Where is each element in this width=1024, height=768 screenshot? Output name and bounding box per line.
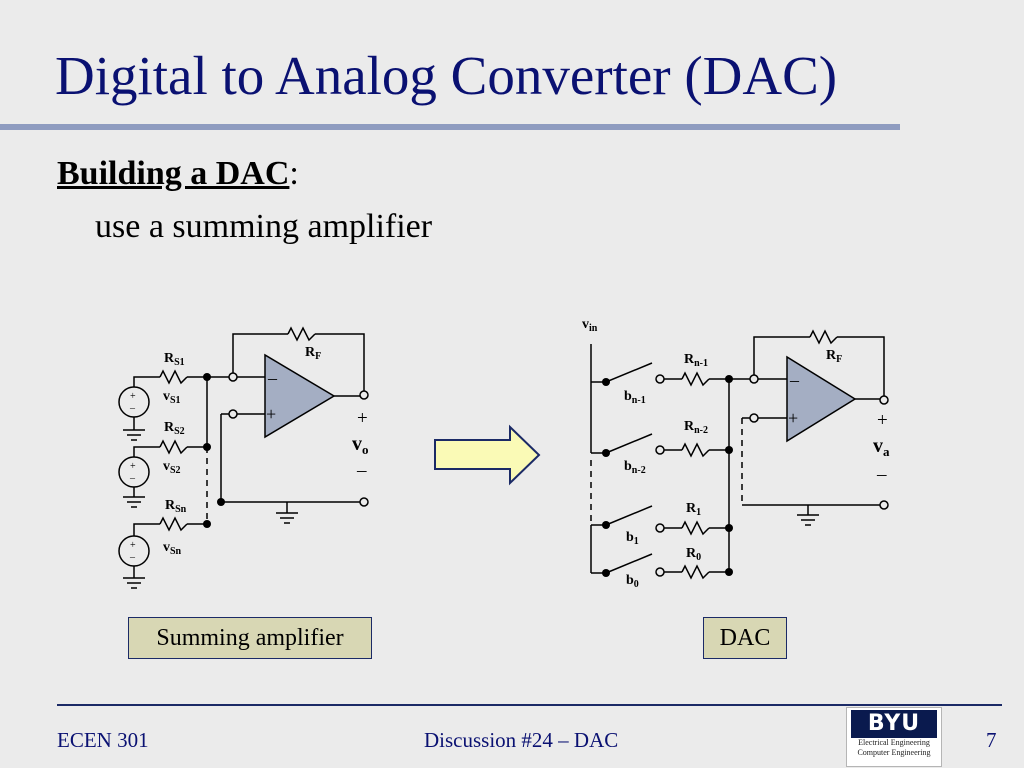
heading-subline: use a summing amplifier <box>95 208 433 245</box>
heading-colon: : <box>289 155 299 192</box>
label-rs2: RS2 <box>164 420 185 437</box>
label-vs2: vS2 <box>163 459 181 476</box>
right-arrow <box>434 424 541 486</box>
logo-line-2: Computer Engineering <box>857 748 931 757</box>
slide-title: Digital to Analog Converter (DAC) <box>55 45 838 106</box>
label-vsn: vSn <box>163 540 182 557</box>
page-number: 7 <box>986 728 997 752</box>
output-minus-dac: – <box>876 464 887 485</box>
footer-course: ECEN 301 <box>57 728 149 752</box>
logo-wordmark: BYU <box>851 710 937 738</box>
footer-divider <box>57 704 1002 706</box>
label-rsn: RSn <box>165 498 187 515</box>
switch-bit-0 <box>605 553 653 574</box>
label-rf-summing: RF <box>305 345 321 362</box>
resistor-n-2 <box>681 442 710 458</box>
label-rf-dac: RF <box>826 348 842 365</box>
output-label-va: va <box>873 435 890 459</box>
output-label-vo: vo <box>352 433 369 457</box>
label-b-1: b1 <box>626 530 639 547</box>
resistor-s2 <box>159 439 188 455</box>
label-rs1: RS1 <box>164 351 185 368</box>
logo-line-1: Electrical Engineering <box>858 738 930 747</box>
source-plus-1: + <box>130 391 136 402</box>
output-minus: – <box>356 460 367 481</box>
output-plus-dac: + <box>877 410 888 431</box>
feedback-resistor <box>287 326 316 342</box>
label-r-n-1: Rn-1 <box>684 352 708 369</box>
heading-bold: Building a DAC <box>57 155 290 192</box>
title-divider <box>0 124 900 130</box>
byu-logo: BYU Electrical Engineering Computer Engi… <box>846 707 942 767</box>
feedback-resistor-dac <box>809 329 838 345</box>
dac-circuit <box>590 329 889 580</box>
source-minus-1: – <box>129 403 136 414</box>
op-amp <box>264 353 336 439</box>
opamp-minus-label: – <box>267 368 278 388</box>
resistor-1 <box>681 520 710 536</box>
switch-bit-n-2 <box>605 433 653 454</box>
section-heading: Building a DAC: <box>57 155 299 193</box>
label-r-0: R0 <box>686 546 701 563</box>
resistor-n-1 <box>681 371 710 387</box>
resistor-s1 <box>159 369 188 385</box>
footer-topic: Discussion #24 – DAC <box>424 728 619 752</box>
switch-bit-1 <box>605 505 653 526</box>
source-plus-n: + <box>130 540 136 551</box>
output-plus: + <box>357 408 368 429</box>
label-r-1: R1 <box>686 501 701 518</box>
label-b-n-2: bn-2 <box>624 459 646 476</box>
label-b-n-1: bn-1 <box>624 389 646 406</box>
label-r-n-2: Rn-2 <box>684 419 708 436</box>
label-vin: vin <box>582 317 598 334</box>
resistor-0 <box>681 564 710 580</box>
resistor-sn <box>159 516 188 532</box>
summing-amplifier-circuit <box>118 326 369 578</box>
switch-bit-n-1 <box>605 362 653 383</box>
opamp-plus-label-dac: + <box>788 408 798 428</box>
opamp-plus-label: + <box>266 404 276 424</box>
source-minus-n: – <box>129 552 136 563</box>
opamp-minus-label-dac: – <box>789 370 800 390</box>
label-b-0: b0 <box>626 573 639 590</box>
caption-dac: DAC <box>703 617 787 659</box>
source-plus-2: + <box>130 461 136 472</box>
label-vs1: vS1 <box>163 389 181 406</box>
source-minus-2: – <box>129 473 136 484</box>
op-amp-dac <box>786 355 857 443</box>
caption-summing-amplifier: Summing amplifier <box>128 617 372 659</box>
